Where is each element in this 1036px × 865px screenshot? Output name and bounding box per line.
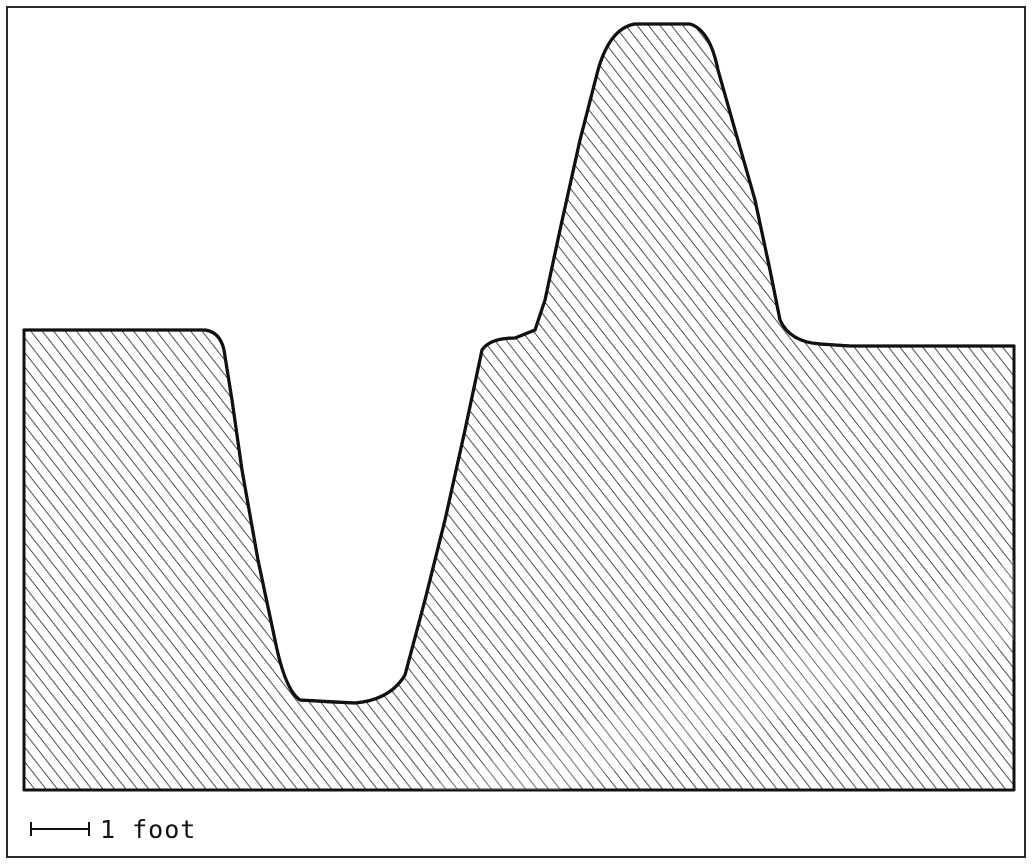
scale-bar-label: 1 foot [100,814,197,844]
print-fade-band [420,560,1014,790]
scale-bar: 1 foot [30,812,196,846]
scale-bar-line [30,822,90,836]
ground-surface-line [22,22,1016,705]
